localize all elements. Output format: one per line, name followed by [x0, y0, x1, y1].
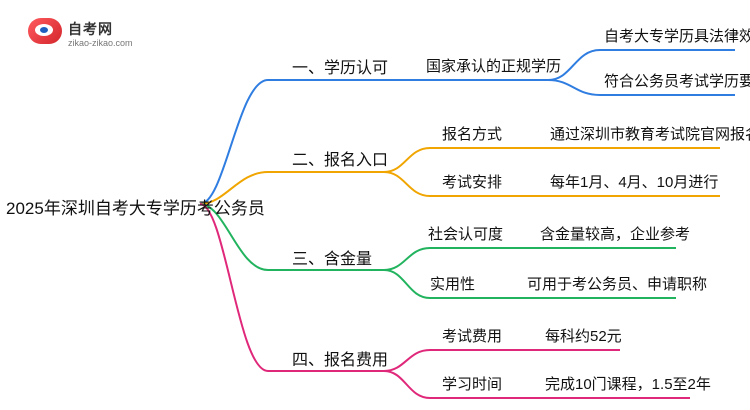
- connector-b2-c2: [383, 171, 720, 197]
- b4-child-1-value: 每科约52元: [545, 328, 622, 345]
- b2-child-2-value: 每年1月、4月、10月进行: [550, 174, 719, 191]
- logo-url: zikao-zikao.com: [68, 38, 133, 48]
- b4-child-2-label: 学习时间: [442, 376, 503, 393]
- connector-root-b2: [199, 171, 384, 205]
- b1-child-1-label: 国家承认的正规学历: [426, 58, 562, 75]
- connector-b2-c1: [383, 147, 720, 173]
- connector-b4-c1: [383, 349, 620, 372]
- b2-child-1-label: 报名方式: [442, 126, 503, 143]
- b3-child-1-value: 含金量较高，企业参考: [540, 226, 691, 243]
- b4-child-1-label: 考试费用: [442, 328, 503, 345]
- branch-2-label: 二、报名入口: [292, 152, 389, 169]
- b4-child-2-value: 完成10门课程，1.5至2年: [545, 376, 711, 393]
- logo-title: 自考网: [68, 21, 113, 37]
- branch-4-label: 四、报名费用: [292, 352, 389, 369]
- site-logo[interactable]: 自考网 zikao-zikao.com: [28, 10, 148, 52]
- b1-grandchild-2: 符合公务员考试学历要求: [604, 73, 750, 90]
- logo-icon: [28, 18, 62, 44]
- b3-child-2-label: 实用性: [430, 276, 476, 293]
- connector-b3-c1: [383, 247, 676, 271]
- connector-root-b1: [199, 79, 384, 205]
- b3-child-2-value: 可用于考公务员、申请职称: [527, 276, 708, 293]
- b2-child-2-label: 考试安排: [442, 174, 503, 191]
- connector-b1-c1-g2: [547, 79, 735, 96]
- connector-b3-c2: [383, 269, 676, 299]
- b1-grandchild-1: 自考大专学历具法律效力: [604, 28, 750, 45]
- branch-1-label: 一、学历认可: [292, 60, 389, 77]
- connector-b4-c2: [383, 370, 690, 399]
- branch-3-label: 三、含金量: [292, 251, 373, 268]
- root-node: 2025年深圳自考大专学历考公务员: [6, 199, 265, 218]
- connector-root-b4: [199, 203, 384, 372]
- connector-root-b3: [199, 203, 384, 271]
- b3-child-1-label: 社会认可度: [428, 226, 504, 243]
- connector-b1-c1-g1: [547, 49, 735, 81]
- b2-child-1-value: 通过深圳市教育考试院官网报名: [550, 126, 750, 143]
